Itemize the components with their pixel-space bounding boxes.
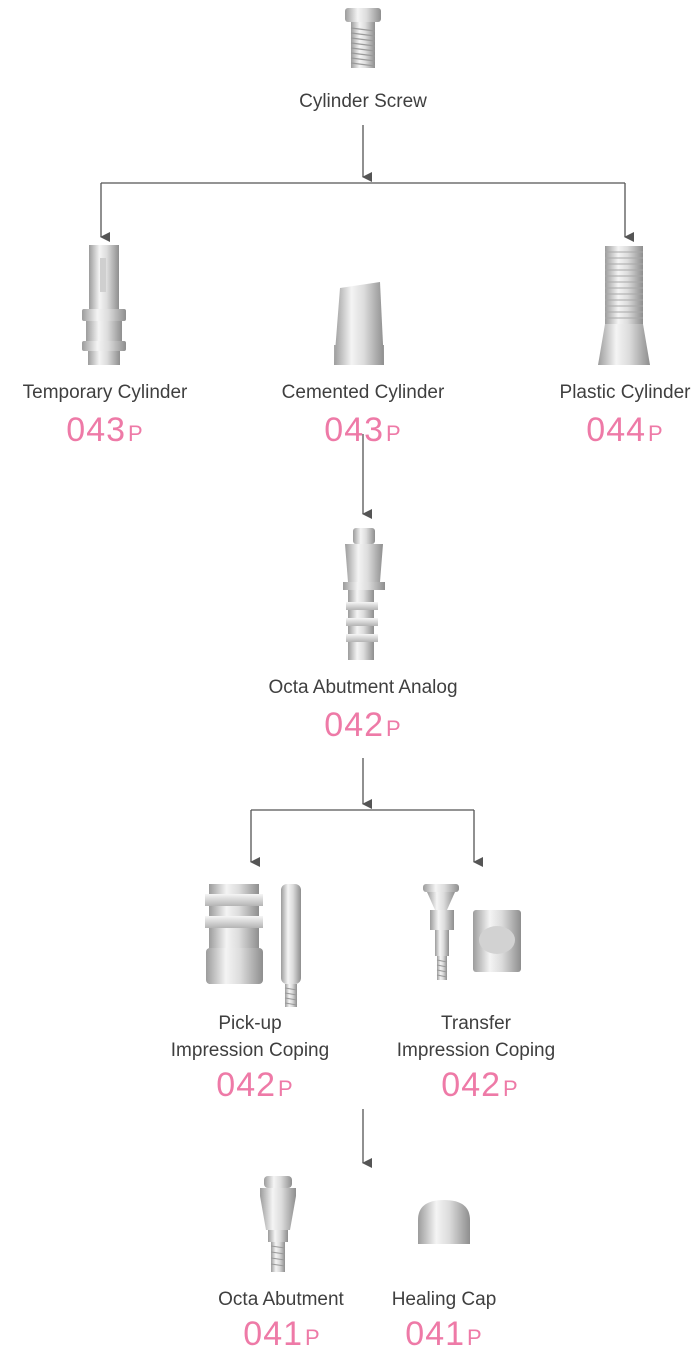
temporary-cylinder-label: Temporary Cylinder [22,382,188,403]
connector-analog-to-copings [250,758,483,867]
pickup-coping-label-line2: Impression Coping [170,1040,330,1061]
octa-abutment-page[interactable]: 041P [243,1315,321,1353]
pickup-coping-label-line1: Pick-up [218,1013,282,1034]
pickup-coping-image [205,884,301,1007]
plastic-cylinder-label: Plastic Cylinder [559,382,691,403]
transfer-coping-label-line2: Impression Coping [396,1040,556,1061]
octa-abutment-image [260,1176,296,1272]
pickup-coping-page[interactable]: 042P [216,1066,294,1104]
temporary-cylinder-image [82,245,126,365]
temporary-cylinder-page[interactable]: 043P [66,411,144,449]
octa-abutment-analog-label: Octa Abutment Analog [268,677,458,698]
octa-abutment-label: Octa Abutment [218,1289,344,1310]
octa-abutment-analog-page[interactable]: 042P [324,706,402,744]
healing-cap-image [418,1200,470,1244]
healing-cap-page[interactable]: 041P [405,1315,483,1353]
healing-cap-label: Healing Cap [391,1289,497,1310]
cemented-cylinder-image [334,282,384,365]
plastic-cylinder-page[interactable]: 044P [586,411,664,449]
transfer-coping-label-line1: Transfer [440,1013,512,1034]
cylinder-screw-label: Cylinder Screw [299,91,427,112]
transfer-coping-image [423,884,521,980]
transfer-coping-page[interactable]: 042P [441,1066,519,1104]
cylinder-screw-image [345,8,381,68]
connector-screw-to-cylinders [100,125,634,242]
cemented-cylinder-page[interactable]: 043P [324,411,402,449]
octa-abutment-analog-image [343,528,385,660]
cemented-cylinder-label: Cemented Cylinder [281,382,445,403]
plastic-cylinder-image [598,246,650,365]
